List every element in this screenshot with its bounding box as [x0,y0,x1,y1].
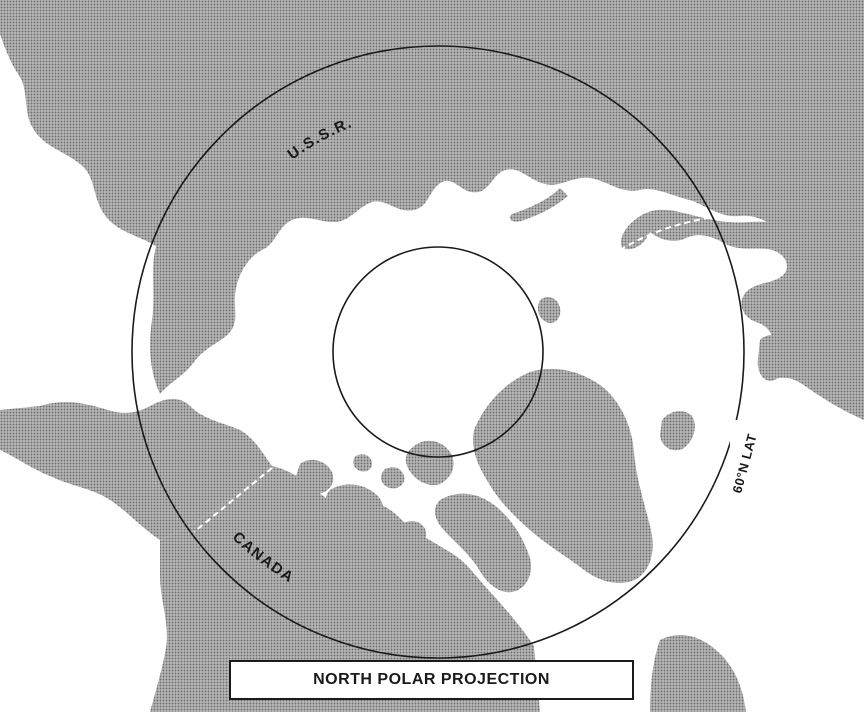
landmass-baffin-island [434,493,532,593]
map-title-box: NORTH POLAR PROJECTION [229,660,634,700]
landmass-taymyr [492,121,518,173]
landmass-island-small-4 [432,565,455,587]
landmass-island-small-1 [381,467,405,489]
landmass-ellesmere [405,440,454,486]
borders [193,215,721,533]
landmass-novaya-zemlya [509,188,568,222]
landmass-scandinavia [621,209,864,420]
landmass-europe-south [650,635,746,712]
border-eurasia [619,215,721,251]
latitude-circle-60n [131,45,745,659]
landmass-eurasia [0,0,864,394]
latitude-circles [131,45,745,659]
border-alaska-canada [193,467,273,533]
landmass-island-small-3 [400,521,427,546]
landmass-victoria-island [325,484,384,533]
latitude-label-gap [730,420,746,498]
landmass-banks-island [296,459,334,495]
map-title: NORTH POLAR PROJECTION [313,671,550,688]
landmass-canada [150,466,540,712]
landmass-alaska [0,399,272,540]
landmass-greenland [472,368,653,584]
landmass-island-small-2 [353,454,372,472]
landmass-iceland [660,411,695,451]
arctic-inner-circle [332,246,544,458]
landmass-svalbard [538,297,561,324]
landmass-britain [757,334,792,381]
